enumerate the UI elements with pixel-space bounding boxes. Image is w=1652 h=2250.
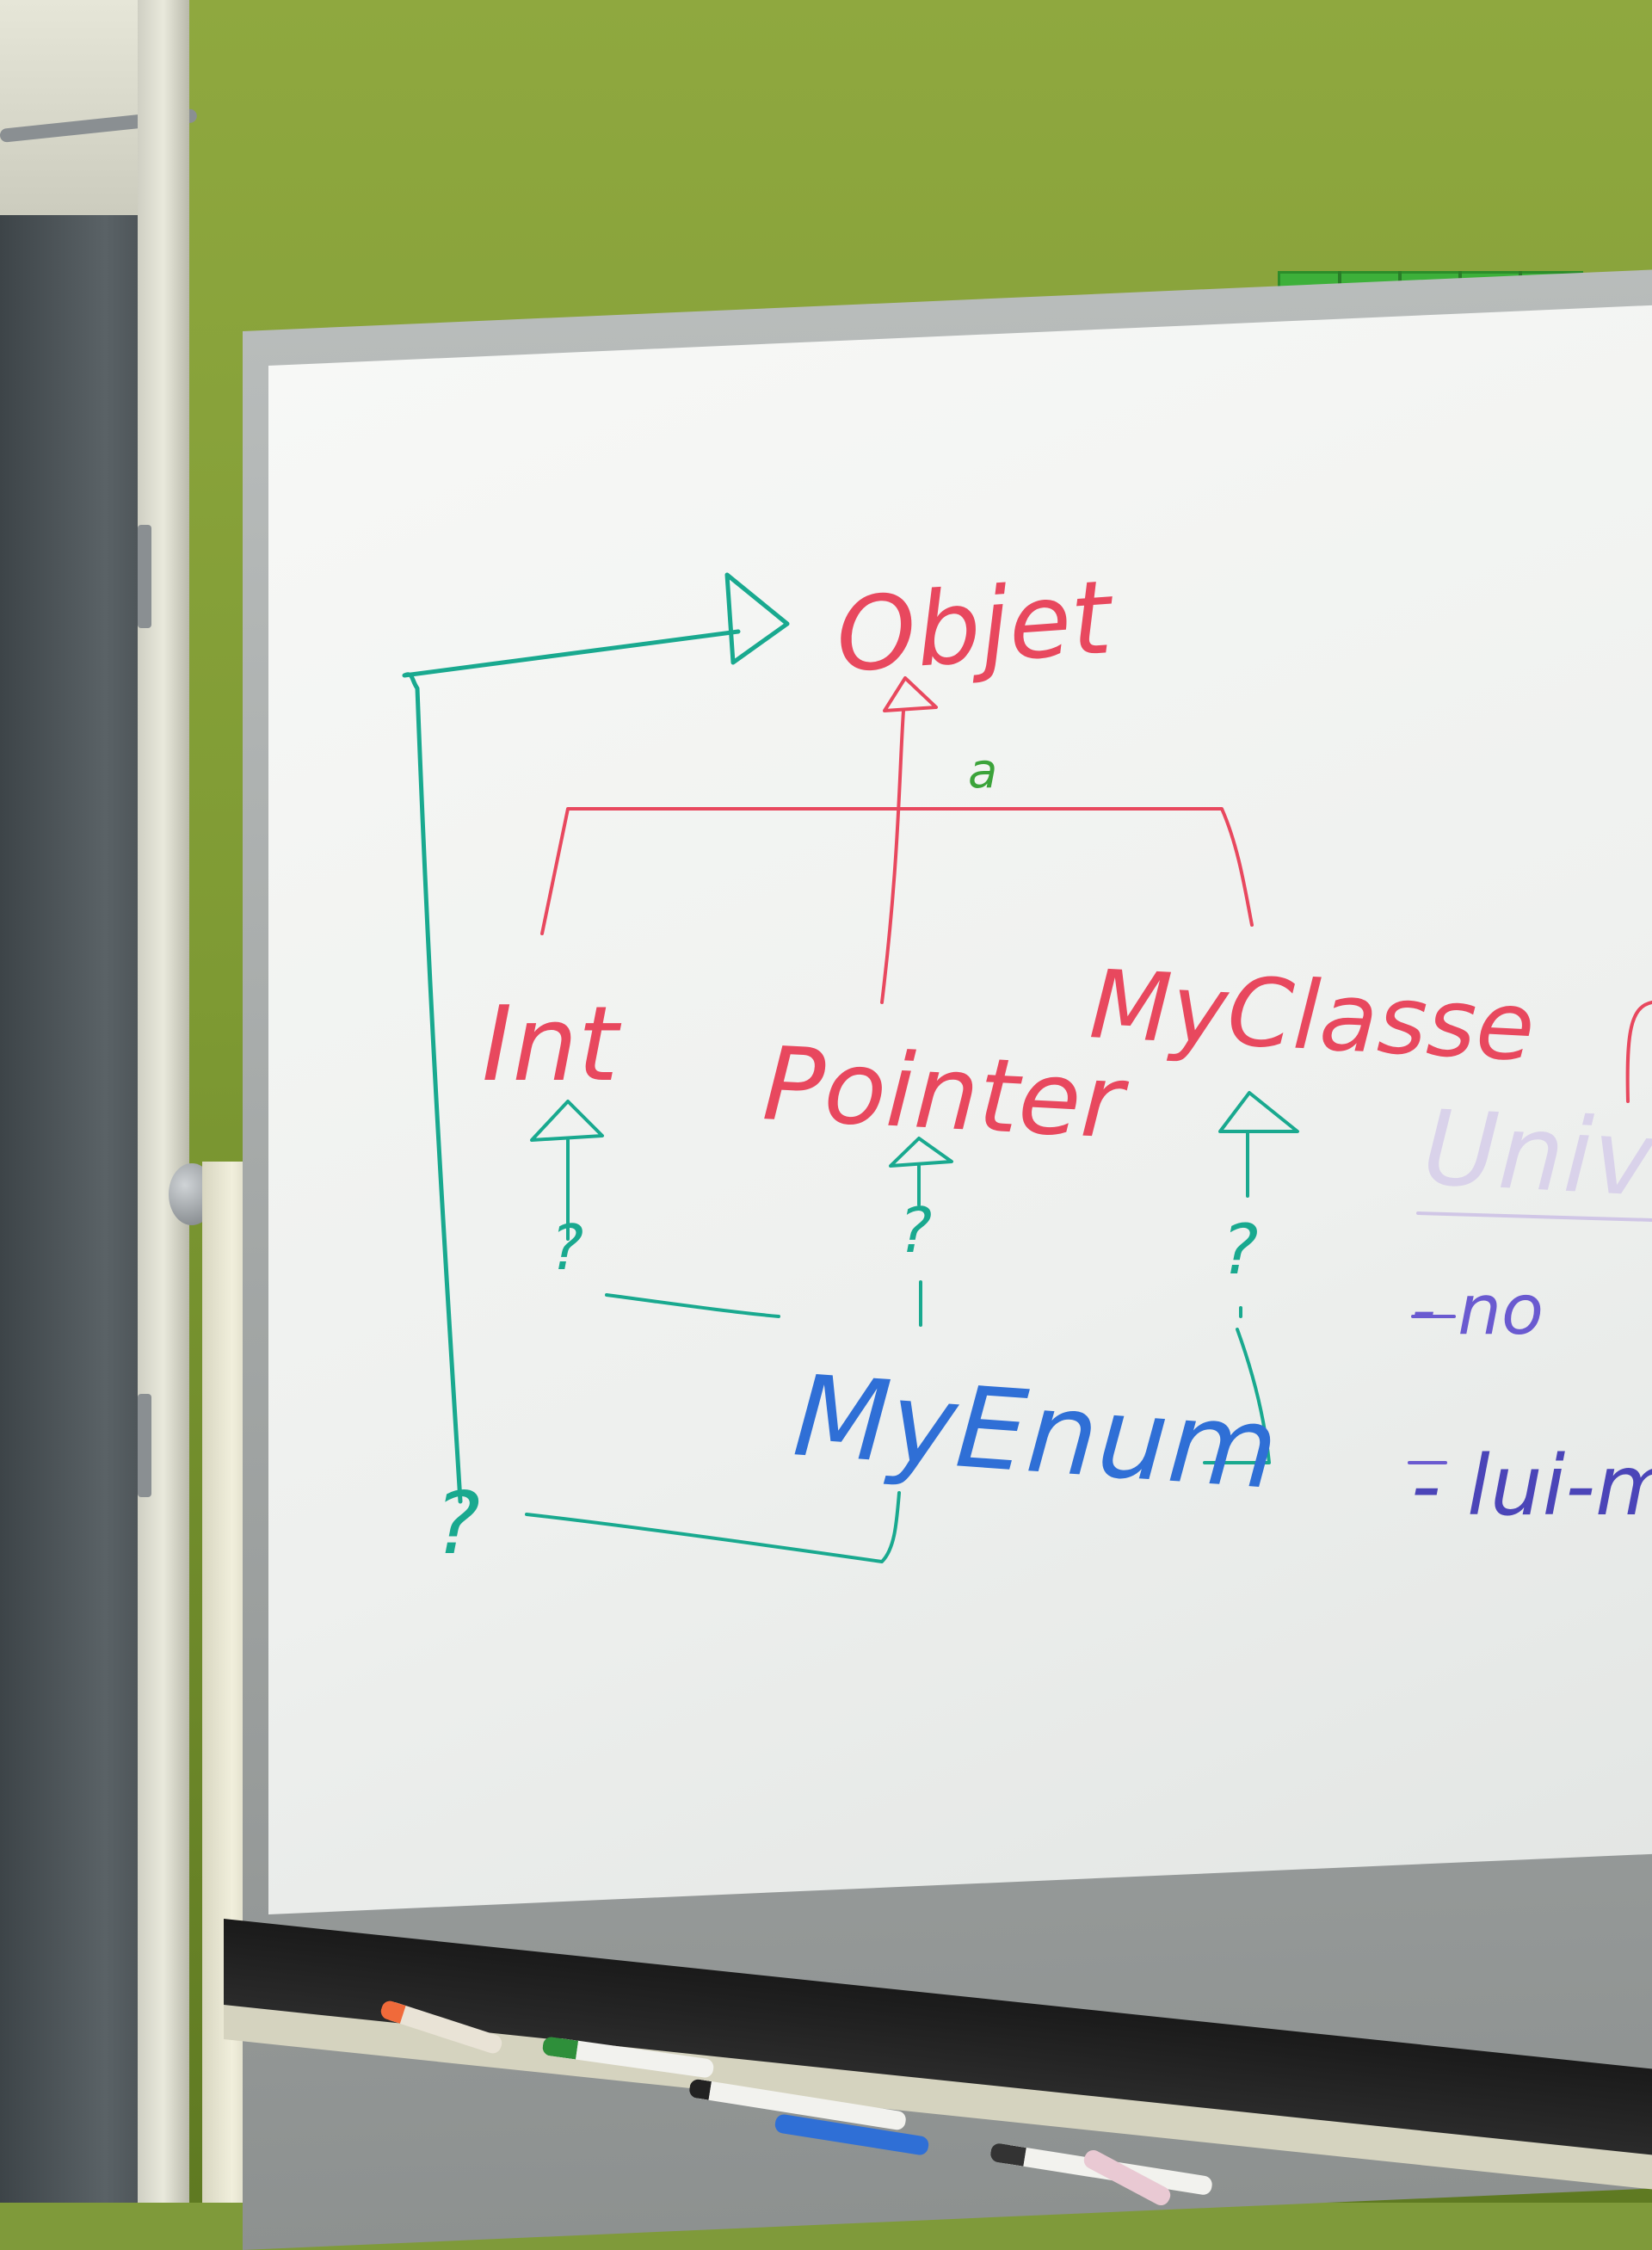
teal-arrow-pointer bbox=[889, 1137, 953, 1327]
right-text-lui: - lui-m bbox=[1411, 1438, 1652, 1534]
red-partial-bracket bbox=[1625, 1001, 1652, 1103]
teal-link-myclasse bbox=[1203, 1328, 1271, 1464]
label-int: Int bbox=[482, 985, 621, 1105]
red-horizontal-bar bbox=[540, 807, 1254, 935]
label-myclasse: MyClasse bbox=[1088, 949, 1538, 1082]
right-text-no: - no bbox=[1411, 1270, 1544, 1350]
label-pointer: Pointer bbox=[761, 1024, 1131, 1162]
red-arrowhead-objet bbox=[883, 676, 938, 712]
teal-connector-to-objet bbox=[402, 629, 741, 1504]
door-hinge-bottom bbox=[138, 1394, 151, 1497]
teal-link-objet-bottom bbox=[525, 1491, 901, 1563]
question-mark-int: ? bbox=[551, 1211, 583, 1284]
teal-link-int bbox=[605, 1293, 780, 1318]
door-frame bbox=[138, 0, 189, 2203]
small-green-mark: a bbox=[968, 743, 997, 799]
whiteboard-drawing: Objet Int Pointer MyClasse MyEnum ? ? ? … bbox=[402, 558, 1652, 1574]
teal-arrowhead-objet bbox=[724, 572, 790, 665]
label-objet: Objet bbox=[832, 558, 1118, 695]
question-mark-objet: ? bbox=[435, 1473, 480, 1574]
label-myenum: MyEnum bbox=[790, 1350, 1282, 1514]
question-mark-pointer: ? bbox=[899, 1194, 932, 1267]
door-hinge-top bbox=[138, 525, 151, 628]
teal-arrow-myclasse bbox=[1218, 1091, 1299, 1318]
teal-arrow-int bbox=[530, 1100, 604, 1241]
red-stem bbox=[880, 709, 905, 1004]
question-mark-myclasse: ? bbox=[1222, 1210, 1258, 1290]
purple-underline bbox=[1416, 1211, 1652, 1222]
right-text-univ: Univ bbox=[1420, 1088, 1652, 1220]
door bbox=[0, 215, 151, 2203]
